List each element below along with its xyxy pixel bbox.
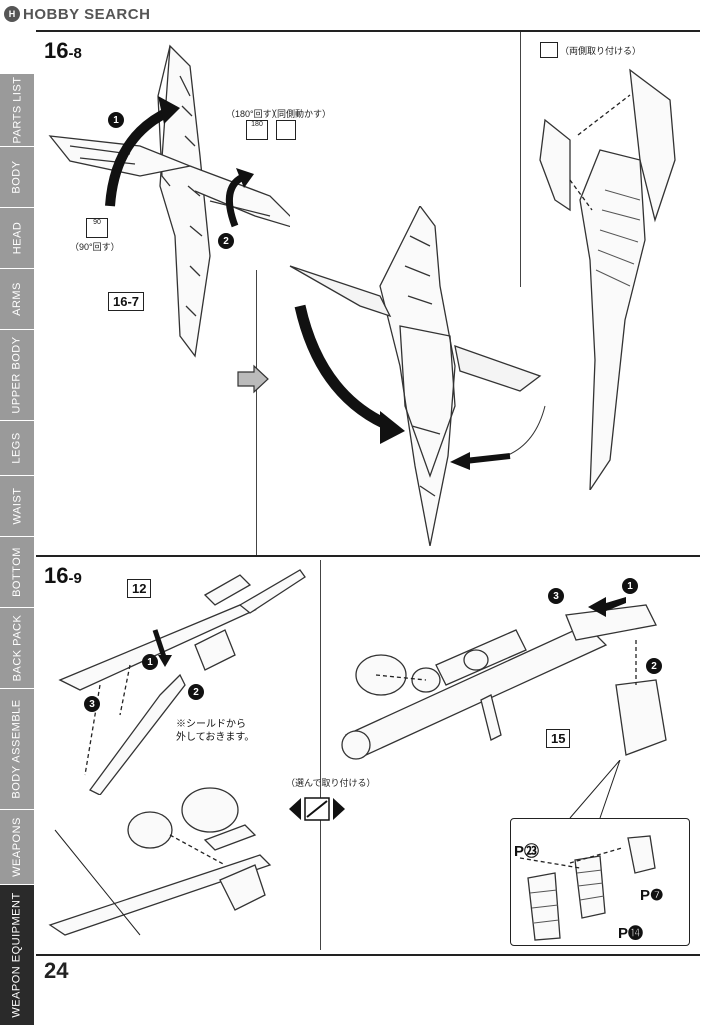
tab-bottom[interactable]: BOTTOM <box>0 537 34 608</box>
step-sub: -8 <box>68 45 82 62</box>
hand-parts-reference <box>510 818 690 946</box>
panel-divider <box>256 270 257 555</box>
step-number: 16 <box>44 563 69 588</box>
tab-label: HEAD <box>11 221 23 255</box>
tab-label: BOTTOM <box>11 547 24 597</box>
tab-label: PARTS LIST <box>11 76 24 144</box>
attach-both-icon <box>540 42 558 58</box>
tab-label: WEAPONS <box>11 817 24 877</box>
hand-parts-illustration <box>519 835 656 941</box>
rotate-90-icon: 90 <box>86 218 108 238</box>
bazooka-illustration <box>341 597 667 760</box>
callout-lines <box>569 760 621 819</box>
side-parts-illustration <box>539 68 676 490</box>
logo: H HOBBY SEARCH <box>4 4 150 24</box>
step-marker-2: 2 <box>218 233 234 249</box>
step-marker-2: 2 <box>646 658 662 674</box>
tab-legs[interactable]: LEGS <box>0 421 34 476</box>
step-marker-1: 1 <box>622 578 638 594</box>
rotate-180-note: （180°回す） <box>226 109 281 119</box>
tab-label: BODY ASSEMBLE <box>11 699 24 799</box>
step-sub: -9 <box>68 570 82 587</box>
section-tabs: PARTS LIST BODY HEAD ARMS UPPER BODY LEG… <box>0 74 34 1026</box>
part-ref-15: 15 <box>546 729 571 748</box>
tab-label: ARMS <box>11 282 23 316</box>
step-number: 16 <box>44 38 69 63</box>
step-marker-3: 3 <box>548 588 564 604</box>
tab-body-assemble[interactable]: BODY ASSEMBLE <box>0 689 34 810</box>
tab-label: BODY <box>11 160 23 194</box>
step-marker-3: 3 <box>84 696 100 712</box>
choose-attach-note: （選んで取り付ける） <box>286 778 376 788</box>
section-divider <box>36 555 700 557</box>
tab-upper-body[interactable]: UPPER BODY <box>0 330 34 421</box>
tab-weapon-equipment[interactable]: WEAPON EQUIPMENT <box>0 885 34 1026</box>
wing-binder-illustration-2 <box>289 206 546 546</box>
tab-back-pack[interactable]: BACK PACK <box>0 608 34 689</box>
part-label-p14: P⓮ <box>618 925 644 942</box>
part-ref-16-7: 16-7 <box>108 292 145 311</box>
tab-label: LEGS <box>10 432 23 464</box>
tab-head[interactable]: HEAD <box>0 208 34 269</box>
page-number: 24 <box>44 958 69 983</box>
step-marker-1: 1 <box>142 654 158 670</box>
tab-label: UPPER BODY <box>11 336 24 414</box>
top-rule <box>36 30 700 32</box>
tab-label: WEAPON EQUIPMENT <box>11 892 23 1018</box>
tab-weapons[interactable]: WEAPONS <box>0 810 34 885</box>
next-step-arrow-icon <box>237 364 269 394</box>
panel-divider <box>320 560 321 950</box>
beam-rifle-illustration <box>58 569 306 795</box>
part-ref-12: 12 <box>127 579 152 598</box>
move-both-icon <box>276 120 296 140</box>
panel-divider <box>520 32 521 287</box>
step-marker-2: 2 <box>188 684 204 700</box>
part-label-p7: P❼ <box>640 887 664 904</box>
step-16-8-title: 16-8 <box>44 38 82 64</box>
tab-label: WAIST <box>11 487 23 525</box>
rifle-with-hand-illustration <box>48 787 272 936</box>
step-16-9-title: 16-9 <box>44 563 82 589</box>
logo-text: HOBBY SEARCH <box>23 5 151 23</box>
rotate-180-icon: 180 <box>246 120 268 140</box>
step-marker-1: 1 <box>108 112 124 128</box>
bottom-rule <box>36 954 700 956</box>
tab-label: BACK PACK <box>11 614 23 682</box>
wing-binder-illustration-1 <box>48 44 290 358</box>
site-header: H HOBBY SEARCH <box>0 0 706 30</box>
tab-waist[interactable]: WAIST <box>0 476 34 537</box>
logo-mark-icon: H <box>4 6 20 22</box>
tab-parts-list[interactable]: PARTS LIST <box>0 74 34 147</box>
part-label-p23: P㉓ <box>514 843 540 860</box>
rotate-90-note: （90°回す） <box>70 242 120 252</box>
tab-body[interactable]: BODY <box>0 147 34 208</box>
choose-attach-icon <box>289 797 345 821</box>
shield-removal-note: ※シールドから 外しておきます。 <box>176 719 255 743</box>
tab-arms[interactable]: ARMS <box>0 269 34 330</box>
attach-both-note: （両側取り付ける） <box>560 46 642 56</box>
move-both-note: （同側動かす） <box>268 109 332 119</box>
